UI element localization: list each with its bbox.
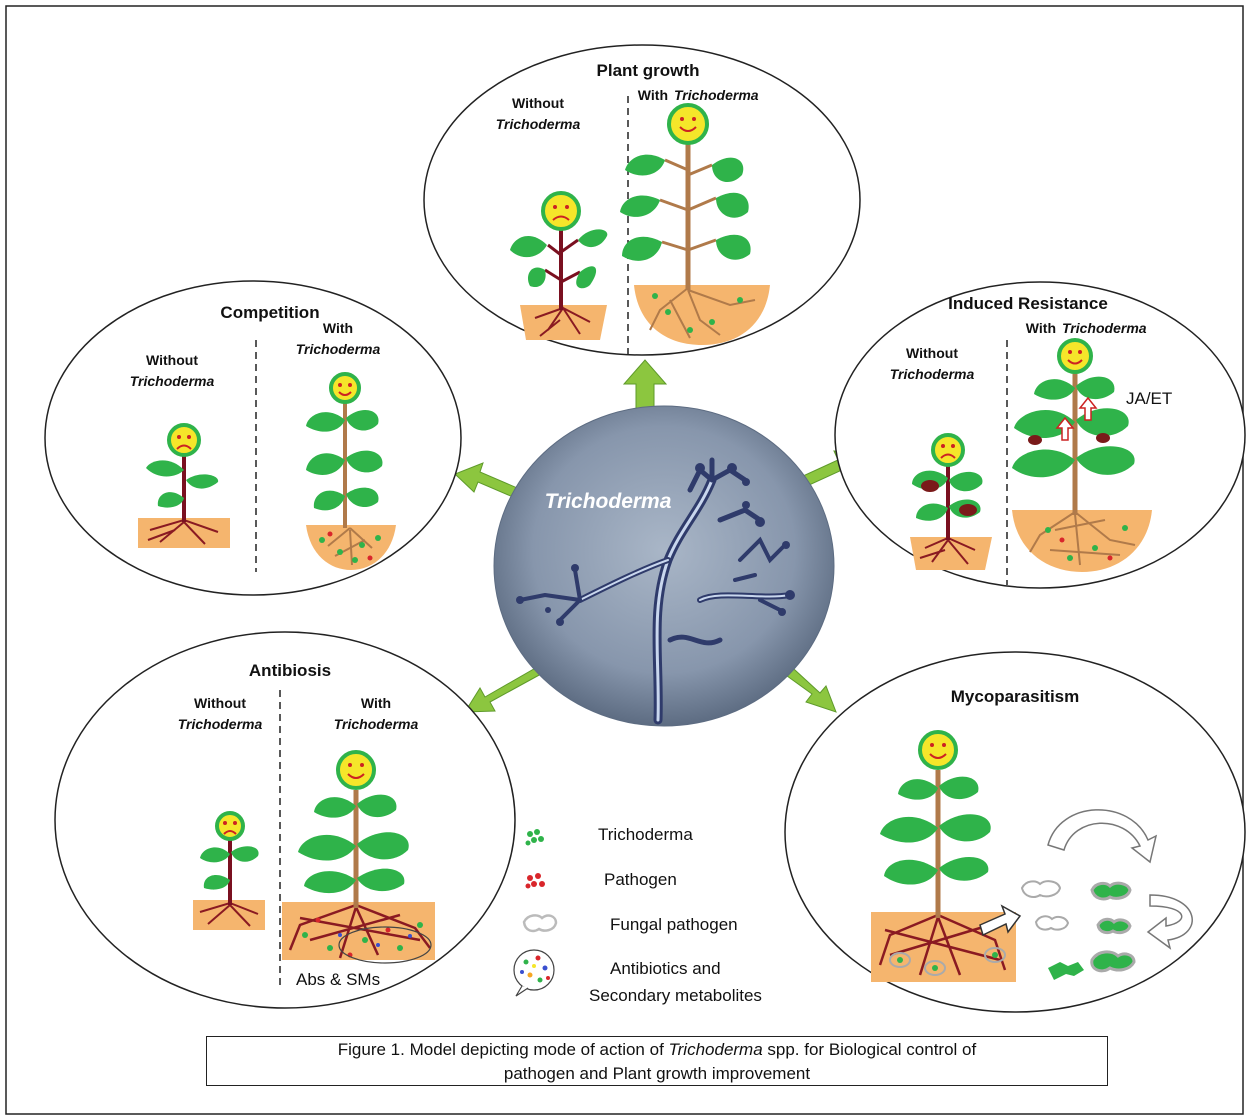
face bbox=[1057, 338, 1093, 374]
plant-without bbox=[910, 433, 992, 570]
legend-fungal-pathogen-icon bbox=[522, 914, 558, 933]
white-arrow-icon bbox=[979, 904, 1022, 937]
legend-fungal-pathogen-label: Fungal pathogen bbox=[610, 915, 738, 934]
up-arrow-icon bbox=[1078, 396, 1098, 421]
face bbox=[667, 103, 709, 145]
panel-competition: Competition Without Trichoderma With Tri… bbox=[44, 280, 462, 596]
figure-caption: Figure 1. Model depicting mode of action… bbox=[206, 1036, 1108, 1086]
figure-border bbox=[5, 5, 1244, 1115]
curved-arrow-icon bbox=[1047, 809, 1158, 864]
curved-arrow-icon bbox=[1146, 894, 1193, 950]
plant-with bbox=[282, 750, 435, 964]
plant-without bbox=[193, 811, 265, 930]
roots bbox=[649, 287, 756, 339]
plant-without bbox=[510, 191, 608, 340]
legend-trichoderma-icon bbox=[525, 829, 544, 846]
without-genus: Trichoderma bbox=[890, 366, 975, 382]
with-genus: Trichoderma bbox=[1062, 320, 1147, 336]
soil bbox=[910, 537, 992, 570]
legend: Trichoderma Pathogen Fungal pathogen Ant… bbox=[513, 825, 762, 1005]
with-genus: Trichoderma bbox=[296, 341, 381, 357]
legend-pathogen-label: Pathogen bbox=[604, 870, 677, 889]
with-genus: Trichoderma bbox=[334, 716, 419, 732]
without-genus: Trichoderma bbox=[496, 116, 581, 132]
fungal-pathogens bbox=[1020, 880, 1136, 980]
frown bbox=[552, 215, 570, 221]
soil bbox=[634, 285, 770, 345]
abs-sms-label: Abs & SMs bbox=[296, 970, 380, 989]
panel-circle bbox=[44, 280, 462, 596]
without-label: Without bbox=[194, 695, 246, 711]
soil bbox=[520, 305, 607, 340]
legend-trichoderma-label: Trichoderma bbox=[598, 825, 693, 844]
abs-bubble bbox=[338, 926, 432, 964]
arrow-left-competition bbox=[454, 462, 523, 501]
plant-with bbox=[306, 372, 396, 570]
hyphae bbox=[518, 457, 793, 725]
face bbox=[329, 372, 361, 404]
plant-with bbox=[1012, 338, 1152, 572]
face bbox=[215, 811, 245, 841]
roots bbox=[327, 527, 373, 566]
caption-line1: Figure 1. Model depicting mode of action… bbox=[337, 1040, 977, 1059]
leaf bbox=[576, 266, 597, 289]
leaf bbox=[578, 229, 608, 248]
legend-antibiotics-label-line2: Secondary metabolites bbox=[589, 986, 762, 1005]
panel-plant-growth: Plant growth Without Trichoderma With Tr… bbox=[423, 44, 861, 356]
with-label: With bbox=[361, 695, 391, 711]
without-genus: Trichoderma bbox=[178, 716, 263, 732]
legend-antibiotics-label-line1: Antibiotics and bbox=[610, 959, 721, 978]
up-arrow-icon bbox=[1055, 416, 1075, 441]
with-label: With bbox=[1026, 320, 1056, 336]
caption-line2: pathogen and Plant growth improvement bbox=[503, 1064, 811, 1083]
soil-trichoderma bbox=[652, 293, 743, 333]
with-label: With bbox=[323, 320, 353, 336]
branches bbox=[659, 158, 717, 252]
legend-antibiotics-icon bbox=[513, 949, 555, 997]
panel-title: Plant growth bbox=[597, 61, 700, 80]
trichoderma-label: Trichoderma bbox=[545, 490, 672, 513]
ja-et-label: JA/ET bbox=[1126, 389, 1172, 408]
without-label: Without bbox=[906, 345, 958, 361]
face bbox=[541, 191, 581, 231]
without-label: Without bbox=[512, 95, 564, 111]
plant-with bbox=[620, 103, 770, 345]
with-genus: Trichoderma bbox=[674, 87, 759, 103]
conidia bbox=[516, 463, 795, 626]
panel-title: Competition bbox=[220, 303, 319, 322]
center-micrograph: Trichoderma bbox=[493, 405, 835, 727]
branches bbox=[544, 238, 581, 284]
panel-induced-resistance: Induced Resistance Without Trichoderma W… bbox=[834, 281, 1246, 589]
with-label: With bbox=[638, 87, 668, 103]
plant-without bbox=[138, 423, 230, 548]
face bbox=[918, 730, 958, 770]
face bbox=[167, 423, 201, 457]
panel-title: Mycoparasitism bbox=[951, 687, 1080, 706]
without-label: Without bbox=[146, 352, 198, 368]
leaf bbox=[527, 267, 546, 288]
panel-mycoparasitism: Mycoparasitism bbox=[784, 651, 1246, 1013]
panel-title: Induced Resistance bbox=[948, 294, 1108, 313]
soil bbox=[1012, 510, 1152, 572]
leaf bbox=[510, 235, 547, 258]
smile bbox=[679, 126, 697, 132]
legend-pathogen-icon bbox=[525, 873, 545, 889]
face bbox=[931, 433, 965, 467]
without-genus: Trichoderma bbox=[130, 373, 215, 389]
panel-antibiosis: Antibiosis Without Trichoderma With Tric… bbox=[54, 631, 516, 1009]
panel-title: Antibiosis bbox=[249, 661, 331, 680]
face bbox=[336, 750, 376, 790]
